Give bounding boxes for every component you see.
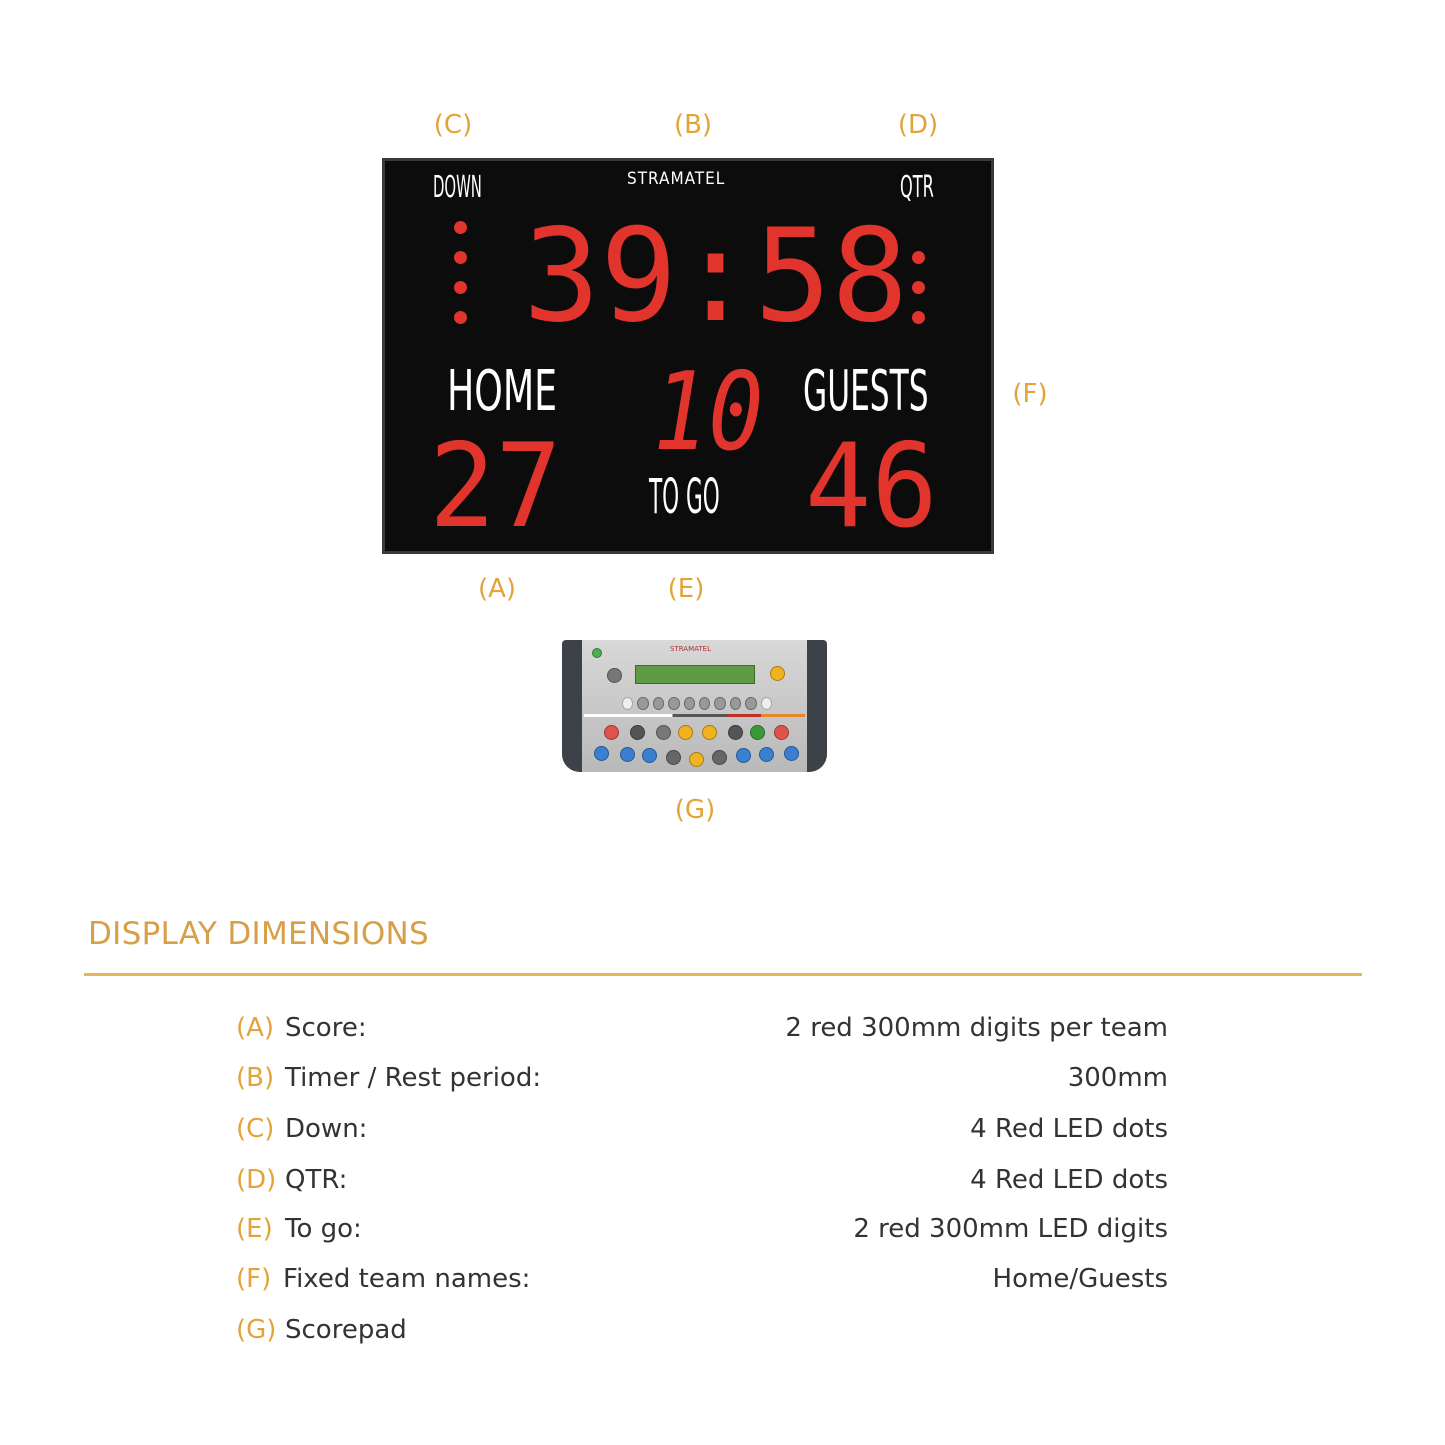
function-button[interactable] xyxy=(622,697,634,710)
section-divider xyxy=(84,973,1362,976)
down-label: DOWN xyxy=(433,170,482,205)
section-title: DISPLAY DIMENSIONS xyxy=(88,916,429,952)
function-key-row xyxy=(622,697,773,710)
home-plus-3-button[interactable] xyxy=(642,748,657,763)
spec-value: 2 red 300mm LED digits xyxy=(853,1214,1168,1244)
scoreboard: DOWN STRAMATEL QTR 39:58 HOME 10 GUESTS … xyxy=(382,158,994,554)
qtr-label: QTR xyxy=(900,170,934,205)
stramatel-logo: STRAMATEL xyxy=(627,169,726,189)
undo-button[interactable] xyxy=(630,725,645,740)
qtr-led-dot xyxy=(912,311,925,324)
home-score: 27 xyxy=(429,419,562,554)
spec-value: 4 Red LED dots xyxy=(970,1114,1168,1144)
down-led-dot xyxy=(454,281,467,294)
scorepad-side xyxy=(562,640,582,772)
function-button[interactable] xyxy=(760,697,773,710)
scorepad-logo: STRAMATEL xyxy=(670,645,711,653)
guests-timeout-button[interactable] xyxy=(774,725,789,740)
spec-key: (G) xyxy=(236,1315,277,1345)
guests-plus-3-button[interactable] xyxy=(736,748,751,763)
callout-b: (B) xyxy=(673,110,713,140)
spec-label: QTR: xyxy=(285,1165,348,1195)
scorepad: STRAMATEL xyxy=(562,640,827,772)
spec-label: Score: xyxy=(285,1013,367,1043)
spec-label: Down: xyxy=(285,1114,368,1144)
home-timeout-button[interactable] xyxy=(604,725,619,740)
guests-label: GUESTS xyxy=(803,359,929,424)
guests-plus-1-button[interactable] xyxy=(784,746,799,761)
spec-label: To go: xyxy=(285,1214,362,1244)
spec-label: Scorepad xyxy=(285,1315,407,1345)
home-plus-2-button[interactable] xyxy=(620,747,635,762)
spec-value: 300mm xyxy=(1067,1063,1168,1093)
to-go-display: 10 xyxy=(653,350,764,475)
button[interactable] xyxy=(702,725,717,740)
button[interactable] xyxy=(728,725,743,740)
button[interactable] xyxy=(712,750,727,765)
spec-key: (B) xyxy=(236,1063,275,1093)
function-button[interactable] xyxy=(745,697,757,710)
to-go-label: TO GO xyxy=(649,469,720,525)
divider-stripe xyxy=(584,714,805,717)
spec-value: 4 Red LED dots xyxy=(970,1165,1168,1195)
function-button[interactable] xyxy=(652,697,665,710)
scorepad-side xyxy=(807,640,827,772)
down-led-dot xyxy=(454,251,467,264)
spec-key: (D) xyxy=(236,1165,277,1195)
spec-label: Timer / Rest period: xyxy=(285,1063,542,1093)
function-button[interactable] xyxy=(729,697,742,710)
guests-score: 46 xyxy=(805,419,938,554)
home-plus-1-button[interactable] xyxy=(594,746,609,761)
button[interactable] xyxy=(678,725,693,740)
spec-key: (C) xyxy=(236,1114,275,1144)
function-button[interactable] xyxy=(668,697,680,710)
spec-key: (E) xyxy=(236,1214,273,1244)
down-led-dot xyxy=(454,311,467,324)
callout-d: (D) xyxy=(897,110,939,140)
spec-value: Home/Guests xyxy=(992,1264,1168,1294)
function-button[interactable] xyxy=(714,697,726,710)
validate-button[interactable] xyxy=(750,725,765,740)
spec-row: (C) Down: 4 Red LED dots xyxy=(236,1114,1168,1154)
qtr-led-dot xyxy=(912,281,925,294)
callout-f: (F) xyxy=(1012,379,1048,409)
spec-key: (A) xyxy=(236,1013,275,1043)
callout-a: (A) xyxy=(477,574,517,604)
callout-e: (E) xyxy=(667,574,705,604)
spec-value: 2 red 300mm digits per team xyxy=(785,1013,1168,1043)
power-led-icon xyxy=(592,648,602,658)
lcd-screen xyxy=(635,665,755,684)
spec-label: Fixed team names: xyxy=(283,1264,531,1294)
home-label: HOME xyxy=(447,359,558,424)
down-led-dot xyxy=(454,221,467,234)
spec-row: (B) Timer / Rest period: 300mm xyxy=(236,1063,1168,1103)
function-button[interactable] xyxy=(637,697,649,710)
spec-row: (E) To go: 2 red 300mm LED digits xyxy=(236,1214,1168,1254)
spec-row: (G) Scorepad xyxy=(236,1315,1168,1355)
menu-button[interactable] xyxy=(607,668,622,683)
qtr-led-dot xyxy=(912,251,925,264)
timer-display: 39:58 xyxy=(523,202,909,351)
callout-c: (C) xyxy=(433,110,473,140)
spec-row: (D) QTR: 4 Red LED dots xyxy=(236,1165,1168,1205)
guests-plus-2-button[interactable] xyxy=(759,747,774,762)
clear-button[interactable] xyxy=(666,750,681,765)
horn-button[interactable] xyxy=(770,666,785,681)
start-stop-button[interactable] xyxy=(689,752,704,767)
spec-row: (A) Score: 2 red 300mm digits per team xyxy=(236,1013,1168,1053)
callout-g: (G) xyxy=(674,795,716,825)
button[interactable] xyxy=(656,725,671,740)
spec-row: (F) Fixed team names: Home/Guests xyxy=(236,1264,1168,1304)
function-button[interactable] xyxy=(683,697,696,710)
spec-key: (F) xyxy=(236,1264,272,1294)
function-button[interactable] xyxy=(699,697,711,710)
